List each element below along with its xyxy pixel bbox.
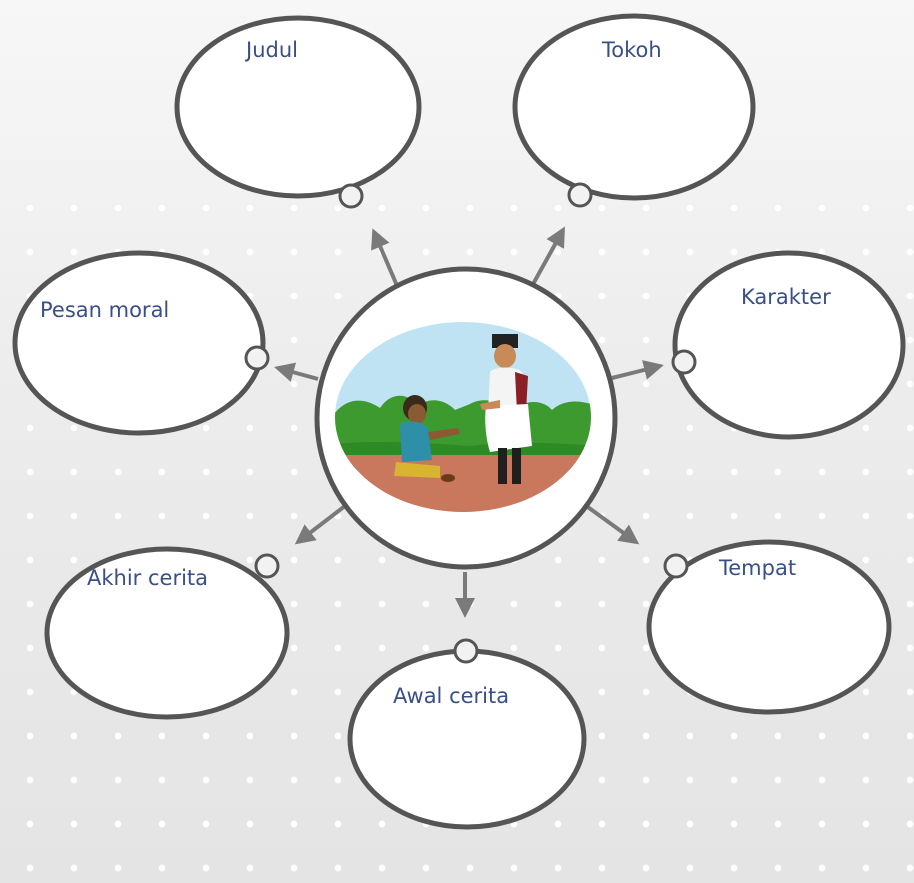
label-pesan-moral: Pesan moral [40, 298, 170, 322]
arrow-to-akhir-cerita [294, 504, 347, 545]
label-karakter: Karakter [741, 285, 831, 309]
bubble-judul [174, 15, 422, 209]
label-tokoh: Tokoh [602, 38, 662, 62]
bubble-pesan-moral [12, 250, 270, 436]
arrow-to-pesan-moral [274, 362, 319, 382]
label-awal-cerita: Awal cerita [393, 684, 510, 708]
bubble-awal-cerita [347, 638, 587, 830]
arrow-to-tempat [583, 503, 640, 545]
man-figure [480, 334, 532, 484]
bubble-akhir-cerita [44, 546, 290, 720]
bubble-karakter [671, 250, 906, 440]
story-illustration [335, 322, 591, 512]
arrow-to-tokoh [530, 226, 565, 287]
label-judul: Judul [246, 38, 298, 62]
child-figure [394, 395, 460, 482]
bubble-tempat [646, 539, 892, 715]
label-akhir-cerita: Akhir cerita [87, 566, 209, 590]
arrow-to-karakter [611, 360, 664, 380]
connector-arrows [274, 226, 664, 618]
bubble-tokoh [512, 13, 756, 208]
arrow-to-judul [371, 228, 400, 289]
label-tempat: Tempat [719, 556, 797, 580]
